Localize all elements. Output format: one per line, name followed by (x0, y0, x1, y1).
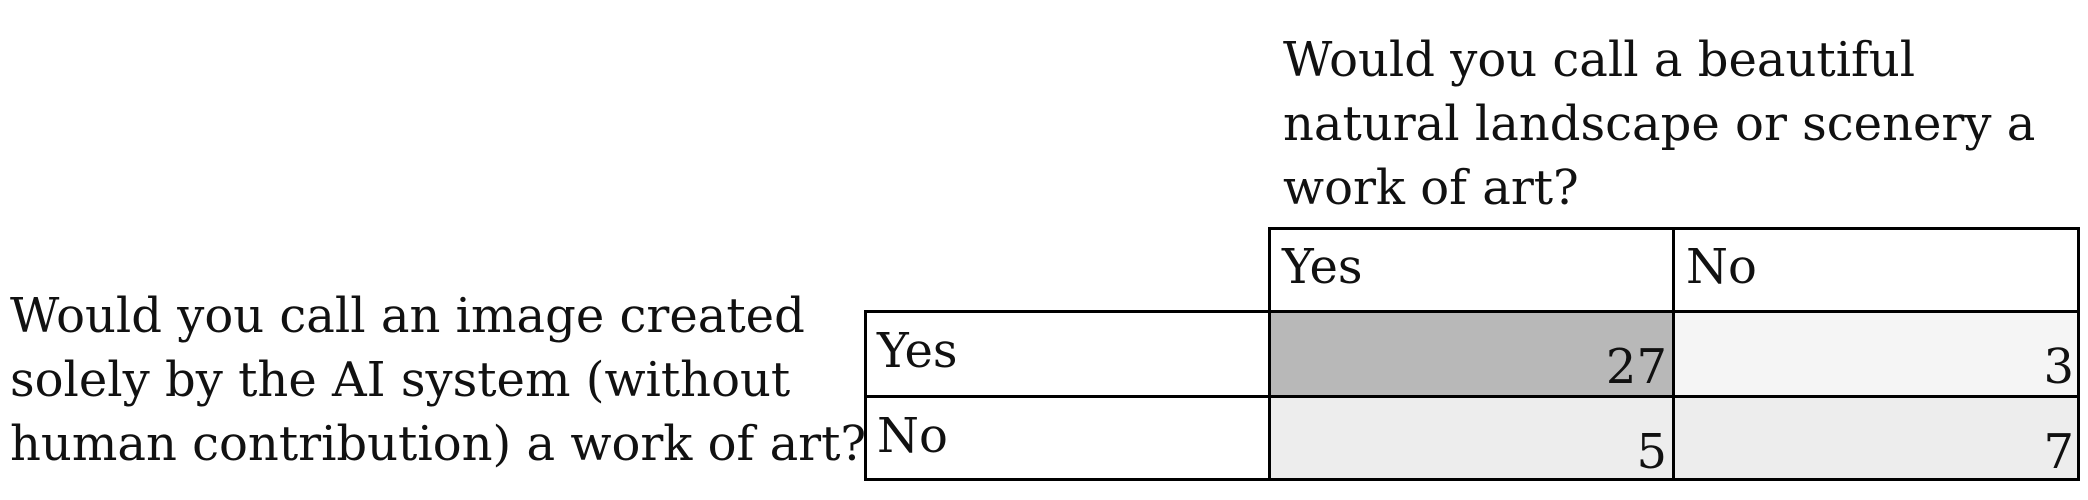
grid-line-row-divider (864, 395, 2080, 398)
cell-value: 3 (2043, 339, 2074, 395)
cell-value: 5 (1636, 424, 1667, 480)
grid-line-header-bottom (864, 310, 2080, 313)
column-header-no: No (1686, 239, 1757, 295)
grid-line-col-2 (1672, 227, 1675, 481)
column-header-yes: Yes (1282, 239, 1363, 295)
cell-value: 27 (1605, 339, 1667, 395)
row-question: Would you call an image created solely b… (10, 288, 867, 472)
cell-yes-no: 3 (1673, 311, 2080, 396)
grid-line-bottom (864, 478, 2080, 481)
column-question: Would you call a beautiful natural lands… (1283, 32, 2036, 216)
cell-no-no: 7 (1673, 396, 2080, 481)
grid-line-col-1 (1268, 227, 1271, 481)
row-header-no: No (877, 408, 948, 464)
cell-value: 7 (2043, 424, 2074, 480)
grid-line-left (864, 310, 867, 481)
row-header-yes: Yes (877, 323, 958, 379)
cell-no-yes: 5 (1269, 396, 1673, 481)
cell-yes-yes: 27 (1269, 311, 1673, 396)
crosstab-table: Yes No Yes No 27 3 5 7 (864, 227, 2080, 481)
grid-line-right (2077, 227, 2080, 481)
